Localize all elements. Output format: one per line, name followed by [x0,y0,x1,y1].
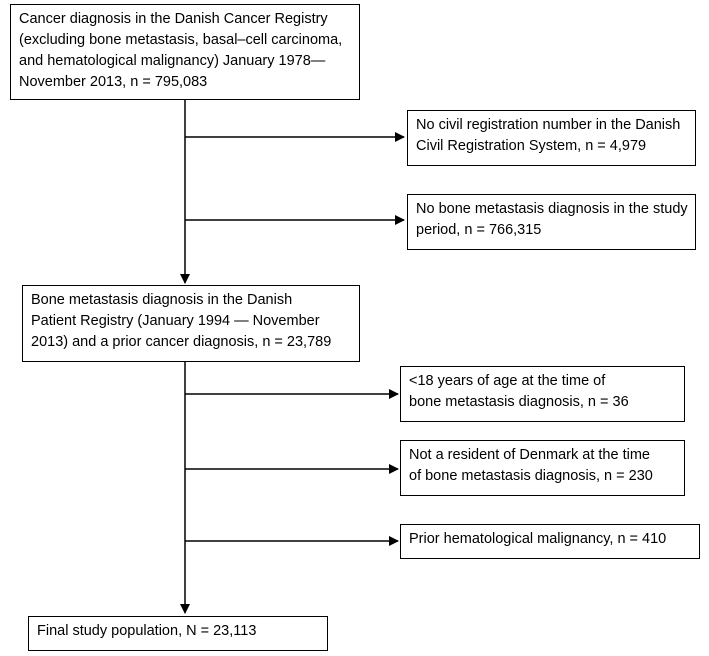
box-excl-resident: Not a resident of Denmark at the time of… [400,440,685,496]
box-start-line: (excluding bone metastasis, basal–cell c… [19,32,343,48]
box-excl-age: <18 years of age at the time of bone met… [400,366,685,422]
box-bone-met: Bone metastasis diagnosis in the Danish … [22,285,360,362]
box-excl-no-crn: No civil registration number in the Dani… [407,110,696,166]
box-excl-age-line: <18 years of age at the time of [409,373,606,389]
box-start: Cancer diagnosis in the Danish Cancer Re… [10,4,360,100]
box-start-line: Cancer diagnosis in the Danish Cancer Re… [19,11,328,27]
box-start-line: and hematological malignancy) January 19… [19,53,326,69]
box-excl-age-line: bone metastasis diagnosis, n = 36 [409,394,629,410]
box-bone-met-line: 2013) and a prior cancer diagnosis, n = … [31,334,332,350]
box-bone-met-line: Patient Registry (January 1994 — Novembe… [31,313,320,329]
box-excl-no-bm-line: No bone metastasis diagnosis in the stud… [416,201,688,217]
box-excl-resident-line: Not a resident of Denmark at the time [409,447,650,463]
box-excl-no-bm-line: period, n = 766,315 [416,222,542,238]
box-excl-resident-line: of bone metastasis diagnosis, n = 230 [409,468,653,484]
box-final-line: Final study population, N = 23,113 [37,623,257,639]
box-excl-hem: Prior hematological malignancy, n = 410 [400,524,700,559]
box-final: Final study population, N = 23,113 [28,616,328,651]
box-excl-hem-line: Prior hematological malignancy, n = 410 [409,531,667,547]
box-excl-no-bm: No bone metastasis diagnosis in the stud… [407,194,696,250]
box-excl-no-crn-line: No civil registration number in the Dani… [416,117,681,133]
box-start-line: November 2013, n = 795,083 [19,74,208,90]
box-excl-no-crn-line: Civil Registration System, n = 4,979 [416,138,647,154]
box-bone-met-line: Bone metastasis diagnosis in the Danish [31,292,293,308]
